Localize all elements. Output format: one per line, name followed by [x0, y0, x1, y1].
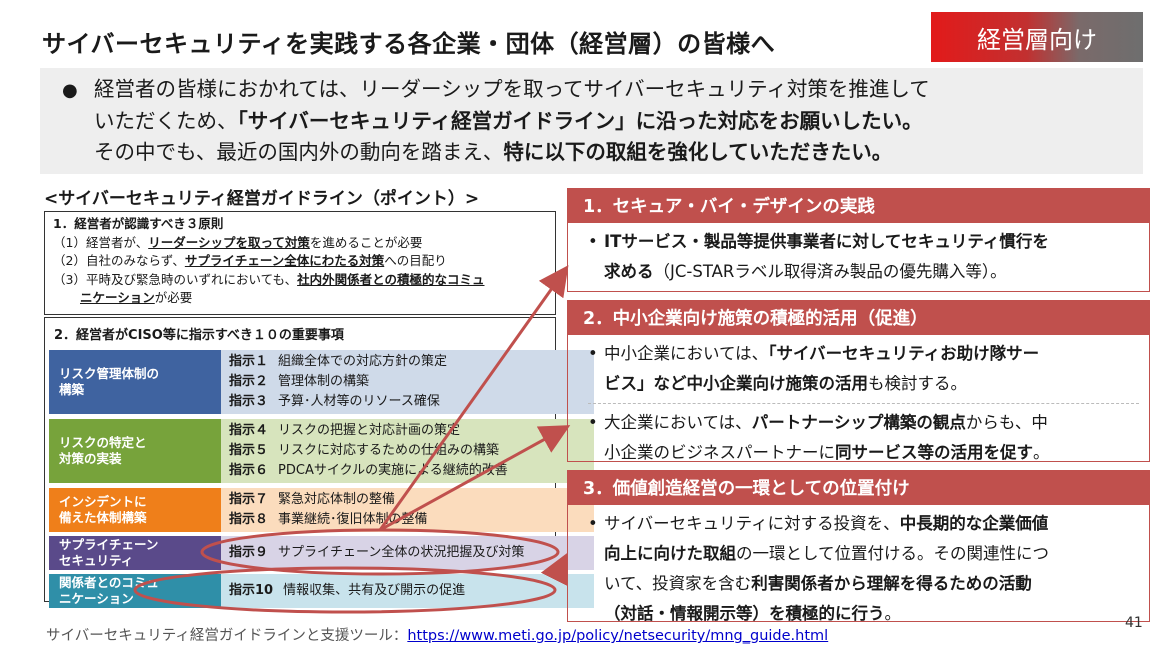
audience-badge: 経営層向け: [931, 12, 1143, 62]
intro-line-2b: 「サイバーセキュリティ経営ガイドライン」に沿った対応をお願いしたい。: [237, 108, 923, 133]
principle-3: （3）平時及び緊急時のいずれにおいても、社内外関係者との積極的なコミュ: [53, 271, 485, 287]
section-3-body: サイバーセキュリティに対する投資を、中長期的な企業価値向上に向けた取組の一環とし…: [567, 504, 1150, 623]
principle-1: （1）経営者が、リーダーシップを取って対策を進めることが必要: [53, 234, 423, 250]
intro-line-3b: 特に以下の取組を強化していただきたい。: [503, 140, 893, 164]
highlight-ellipse-directive-10: [133, 566, 557, 614]
page-number: 41: [1125, 615, 1143, 631]
section-2-item-2: 大企業においては、パートナーシップ構築の観点からも、中小企業のビジネスパートナー…: [588, 408, 1139, 468]
category-incident-readiness: インシデントに備えた体制構築: [49, 488, 221, 532]
divider: [588, 403, 1139, 404]
bullet-dot-icon: ●: [62, 80, 78, 101]
section-3-header: 3．価値創造経営の一環としての位置付け: [567, 470, 1150, 504]
section-2-item-1: 中小企業においては、「サイバーセキュリティお助け隊サービス」など中小企業向け施策…: [588, 339, 1139, 399]
arrow-to-section-3: [540, 552, 568, 587]
guideline-title: <サイバーセキュリティ経営ガイドライン（ポイント）>: [44, 189, 480, 209]
section-2-body: 中小企業においては、「サイバーセキュリティお助け隊サービス」など中小企業向け施策…: [567, 334, 1150, 462]
intro-line-1: 経営者の皆様におかれては、リーダーシップを取ってサイバーセキュリティ対策を推進し…: [94, 77, 930, 101]
principles-heading: 1．経営者が認識すべき３原則: [53, 216, 224, 231]
intro-line-3a: その中でも、最近の国内外の動向を踏まえ、: [94, 140, 504, 164]
principles-box: 1．経営者が認識すべき３原則 （1）経営者が、リーダーシップを取って対策を進める…: [44, 211, 556, 315]
guideline-link[interactable]: https://www.meti.go.jp/policy/netsecurit…: [407, 628, 829, 644]
section-3-item: サイバーセキュリティに対する投資を、中長期的な企業価値向上に向けた取組の一環とし…: [588, 509, 1139, 629]
section-1-header: 1．セキュア・バイ・デザインの実践: [567, 188, 1150, 222]
intro-text: 経営者の皆様におかれては、リーダーシップを取ってサイバーセキュリティ対策を推進し…: [94, 74, 930, 169]
page-title: サイバーセキュリティを実践する各企業・団体（経営層）の皆様へ: [42, 30, 776, 58]
section-1-item: ITサービス・製品等提供事業者に対してセキュリティ慣行を求める（JC-STARラ…: [588, 227, 1139, 287]
intro-line-2a: いただくため、: [94, 108, 238, 133]
arrow-to-section-1: [378, 265, 569, 531]
category-risk-identification: リスクの特定と対策の実装: [49, 419, 221, 483]
category-risk-management: リスク管理体制の構築: [49, 350, 221, 414]
category-supply-chain: サプライチェーンセキュリティ: [49, 536, 221, 570]
arrow-to-section-2: [379, 425, 571, 532]
section-1-body: ITサービス・製品等提供事業者に対してセキュリティ慣行を求める（JC-STARラ…: [567, 222, 1150, 292]
footer: サイバーセキュリティ経営ガイドラインと支援ツール：https://www.met…: [46, 624, 828, 645]
directives-heading: 2．経営者がCISO等に指示すべき１０の重要事項: [54, 328, 344, 343]
intro-box: ● 経営者の皆様におかれては、リーダーシップを取ってサイバーセキュリティ対策を推…: [40, 68, 1143, 174]
footer-text: サイバーセキュリティ経営ガイドラインと支援ツール：: [46, 628, 408, 644]
principle-2: （2）自社のみならず、サプライチェーン全体にわたる対策への目配り: [53, 253, 447, 268]
principle-3-cont: ニケーションが必要: [80, 290, 193, 305]
section-2-header: 2．中小企業向け施策の積極的活用（促進）: [567, 300, 1150, 334]
